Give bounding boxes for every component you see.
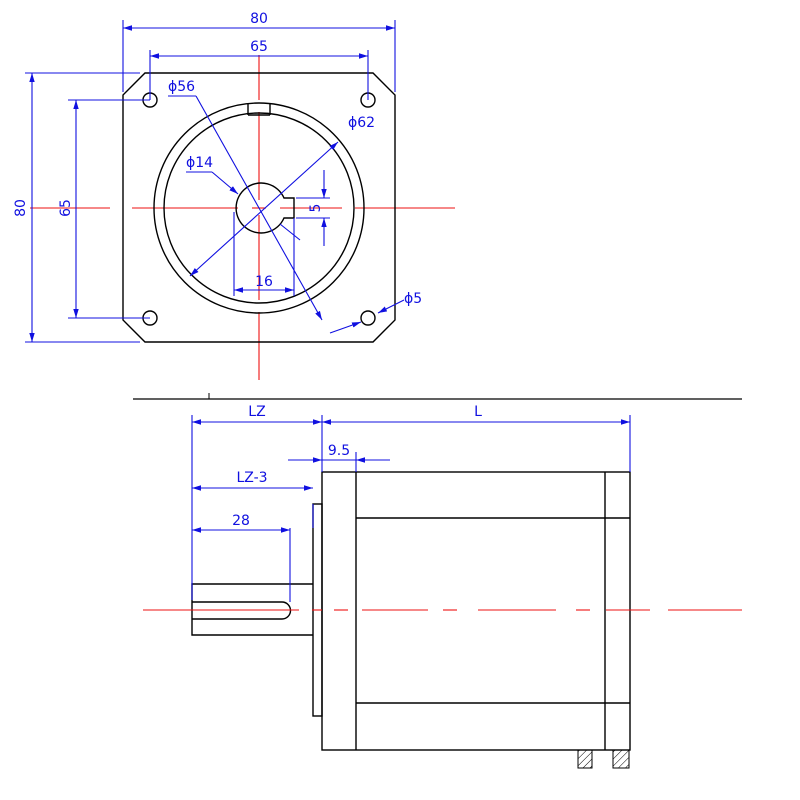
dim-body-length: L — [474, 404, 482, 420]
front-view — [30, 55, 455, 380]
pilot-inner-circle — [163, 112, 355, 304]
dim-shaft-length: LZ — [248, 404, 265, 420]
dim-shaft-key-depth: 16 — [255, 274, 273, 290]
dim-overall-width: 80 — [250, 11, 268, 27]
pilot-notch — [247, 104, 271, 116]
dim-hole-diameter: ϕ5 — [404, 291, 422, 307]
dim-key-height: 5 — [308, 204, 324, 213]
mounting-hole-br — [360, 310, 376, 326]
front-dimensions: 80 65 80 65 ϕ56 ϕ62 ϕ14 5 — [13, 11, 422, 343]
dim-overall-height: 80 — [13, 199, 29, 217]
dim-keyway-offset: LZ-3 — [236, 470, 267, 486]
foot-right — [612, 749, 630, 769]
dim-shaft-diameter: ϕ14 — [186, 155, 213, 171]
dim-hole-spacing-height: 65 — [58, 199, 74, 217]
side-dimensions: LZ L 9.5 LZ-3 28 — [191, 404, 631, 602]
side-view — [143, 471, 742, 769]
motor-body — [321, 471, 631, 751]
dim-hole-spacing-width: 65 — [250, 39, 268, 55]
dim-pilot-diameter: ϕ56 — [168, 79, 195, 95]
dim-bore-diameter: ϕ62 — [348, 115, 375, 131]
bore-outer-circle — [153, 102, 365, 314]
dim-flange-thickness: 9.5 — [328, 443, 350, 459]
dim-keyway-length: 28 — [232, 513, 250, 529]
flange-outline — [122, 72, 396, 343]
foot-left — [577, 749, 593, 769]
